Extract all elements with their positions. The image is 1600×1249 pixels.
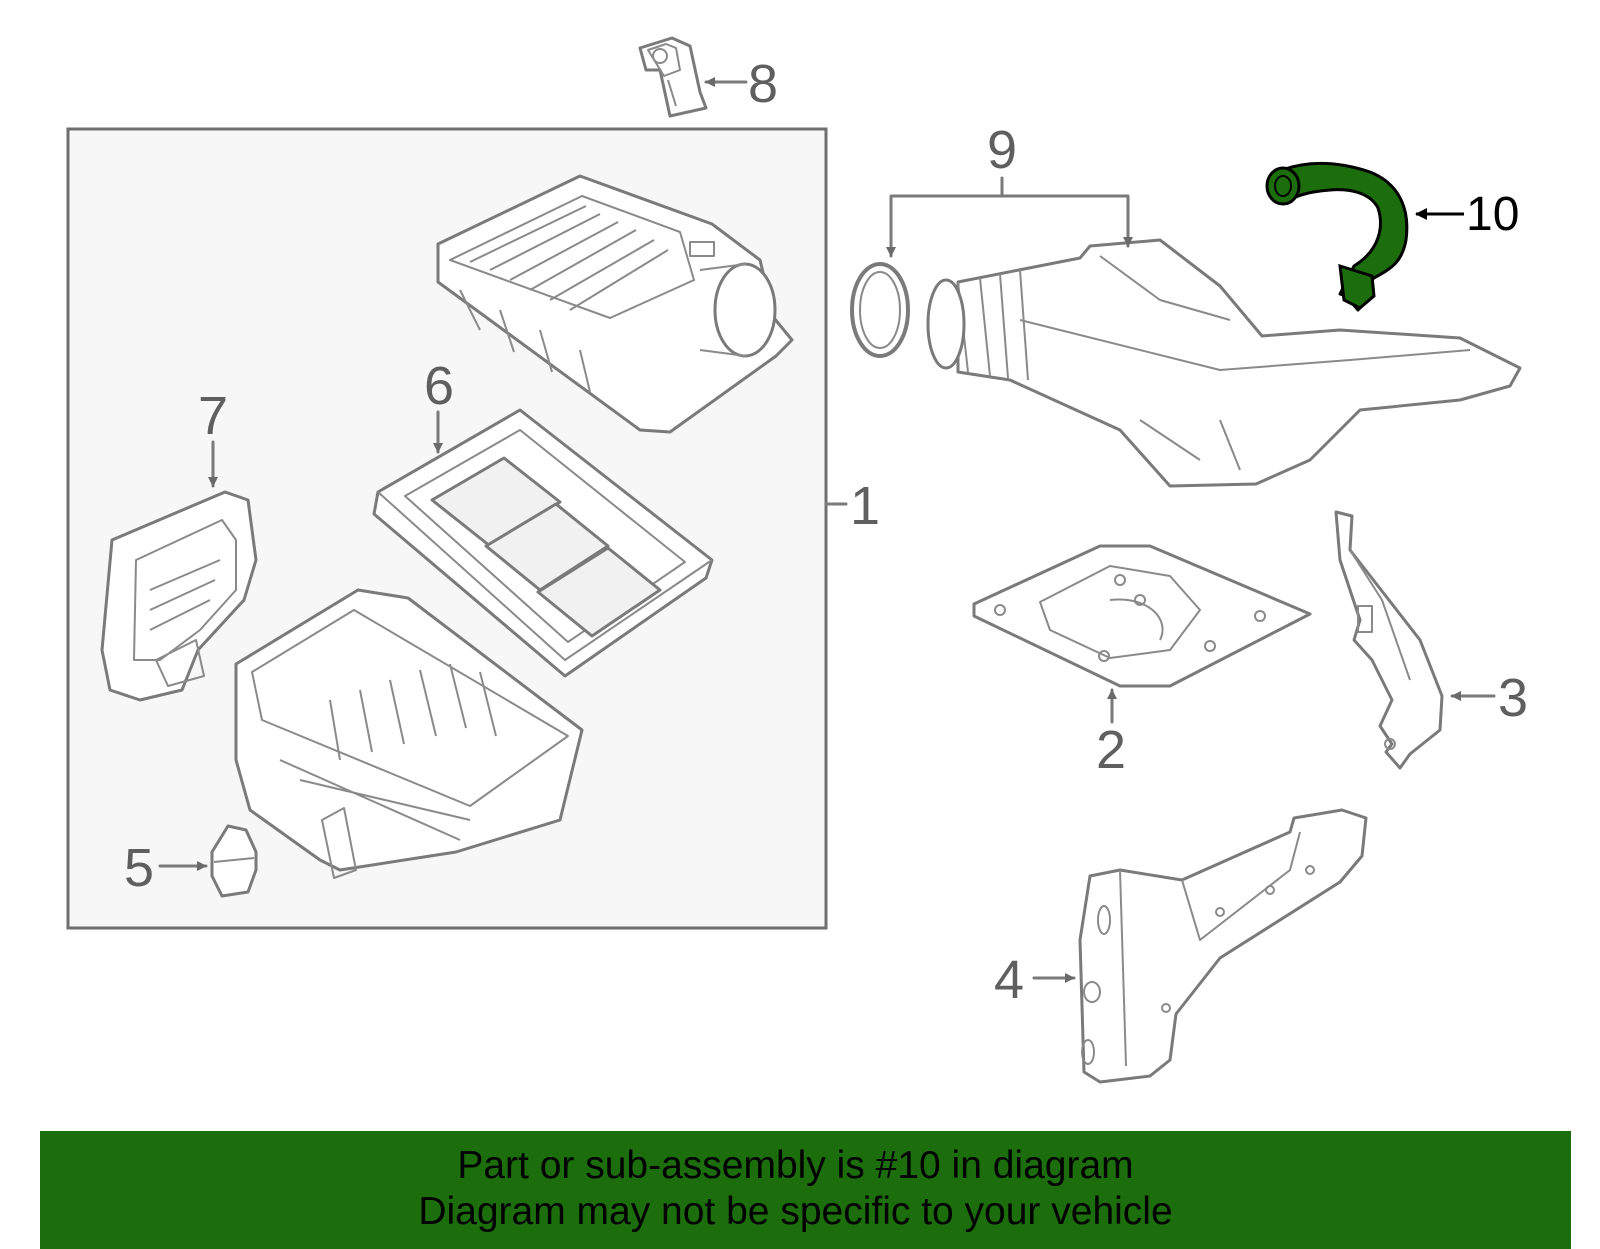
callout-3: 3: [1498, 668, 1528, 728]
part-1-upper-housing: [436, 174, 794, 434]
callout-8: 8: [748, 54, 778, 114]
part-4-bracket[interactable]: [1078, 808, 1368, 1084]
callout-1: 1: [850, 476, 880, 536]
callout-9: 9: [987, 120, 1017, 180]
part-9-intake-duct[interactable]: [926, 238, 1522, 488]
part-6-filter[interactable]: [372, 408, 714, 678]
part-5-grommet[interactable]: [210, 824, 258, 898]
banner-line-1: Part or sub-assembly is #10 in diagram: [457, 1144, 1134, 1187]
part-1-lower-housing: [234, 588, 584, 879]
callout-6: 6: [424, 356, 454, 416]
part-2-tray[interactable]: [972, 544, 1312, 688]
part-7-duct[interactable]: [100, 490, 258, 702]
callout-7: 7: [198, 386, 228, 446]
callout-4: 4: [994, 950, 1024, 1010]
callout-10: 10: [1466, 188, 1519, 241]
callout-2: 2: [1096, 720, 1126, 780]
banner-line-2: Diagram may not be specific to your vehi…: [418, 1190, 1173, 1233]
callout-5: 5: [124, 838, 154, 898]
part-3-bracket[interactable]: [1334, 510, 1444, 770]
part-9-clamp[interactable]: [850, 262, 910, 358]
info-banner: Part or sub-assembly is #10 in diagram D…: [40, 1131, 1571, 1249]
part-10-hose[interactable]: [1265, 162, 1409, 312]
part-8-sensor[interactable]: [638, 36, 708, 118]
leader-9: [889, 176, 1130, 252]
